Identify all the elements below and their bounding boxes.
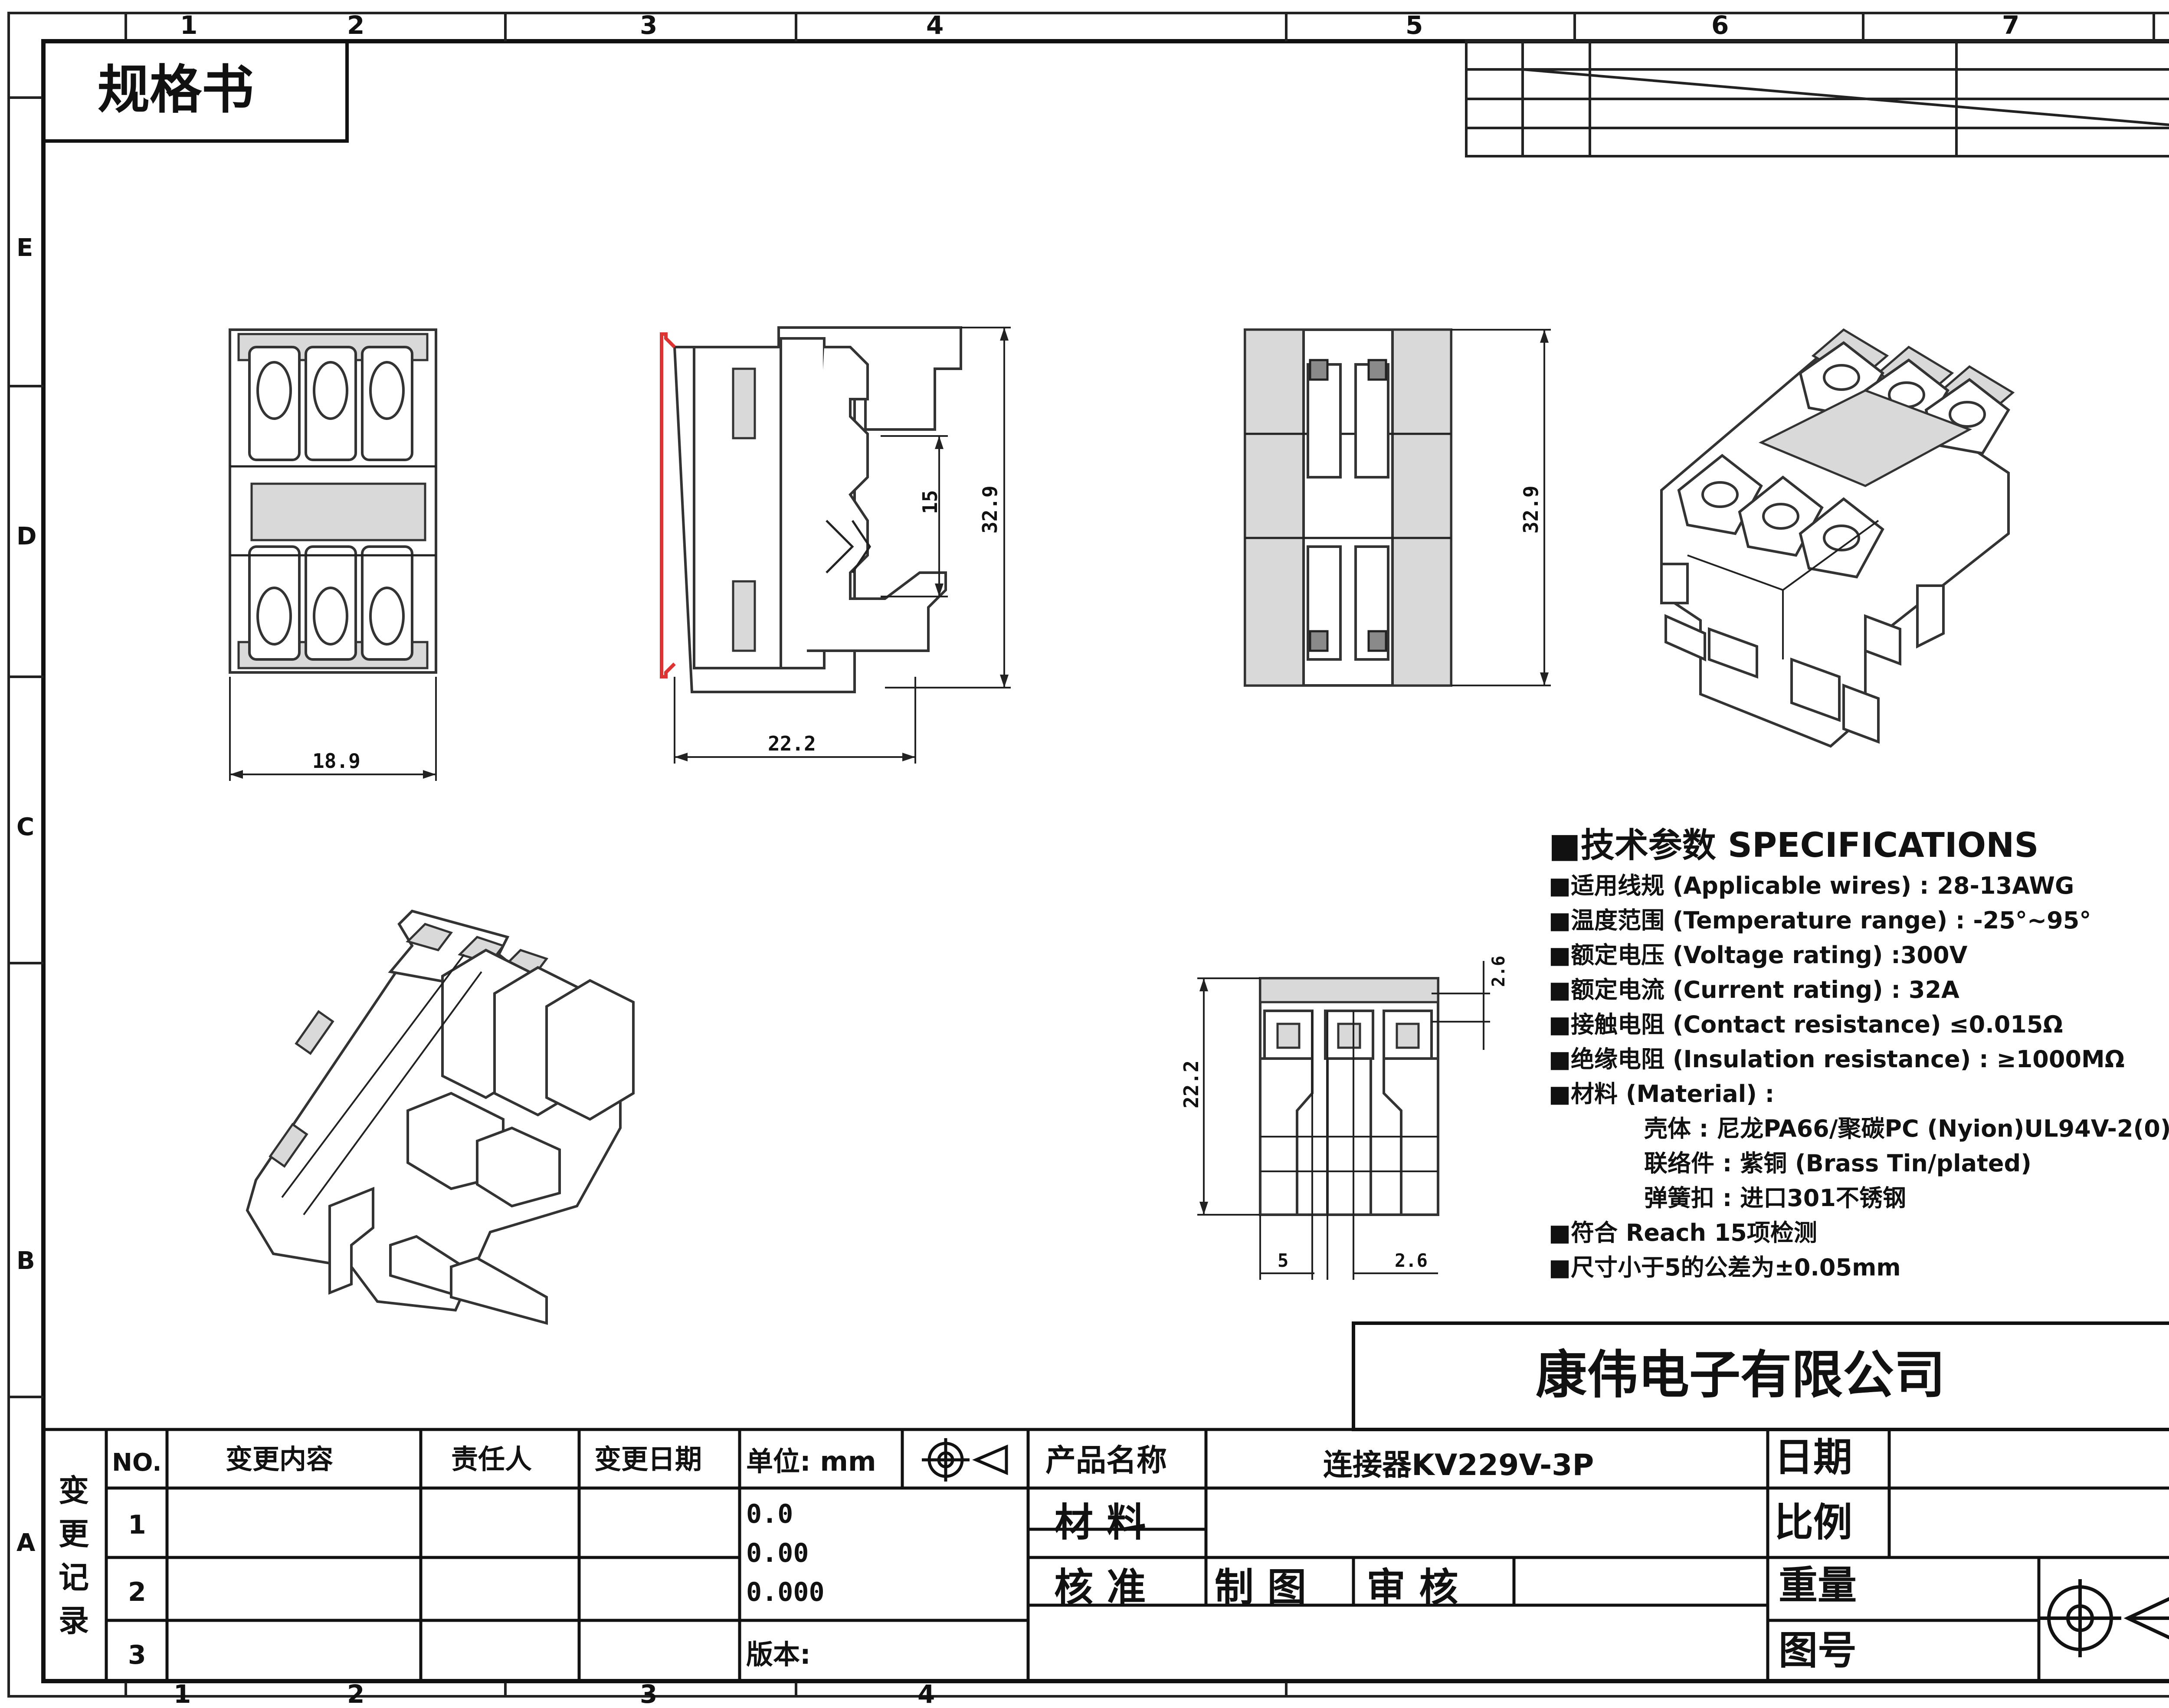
top-zone-2: 2 — [347, 10, 364, 40]
review-label: 审 核 — [1366, 1565, 1458, 1610]
iso-view-bottom — [246, 909, 635, 1325]
row-number-1: 1 — [128, 1510, 146, 1540]
bottom-zone-1: 1 — [174, 1679, 191, 1708]
dim-bottom-height: 22.2 — [1180, 1060, 1203, 1108]
tolerance-1: 0.0 — [746, 1499, 793, 1529]
bottom-view: 22.2 2.6 5 2.6 — [1180, 956, 1509, 1280]
spec-line-3: ■额定电压 (Voltage rating) :300V — [1549, 941, 1968, 969]
no-header: NO. — [112, 1449, 162, 1477]
title-block-grid — [42, 1428, 2169, 1683]
change-record-char-1: 变 — [59, 1473, 89, 1508]
revision-table — [1465, 40, 2169, 157]
specifications-block: ■技术参数 SPECIFICATIONS ■适用线规 (Applicable w… — [1549, 826, 2169, 1281]
dim-bottom-left: 5 — [1278, 1250, 1288, 1271]
drawn-label: 制 图 — [1215, 1565, 1306, 1610]
header-responsible: 责任人 — [451, 1443, 532, 1475]
header-change-content: 变更内容 — [226, 1443, 333, 1475]
dim-bottom-pitch: 2.6 — [1395, 1250, 1428, 1271]
change-record-char-4: 录 — [59, 1603, 89, 1639]
row-a-left: A — [16, 1529, 36, 1557]
top-zone-5: 5 — [1406, 10, 1423, 40]
company-name: 康伟电子有限公司 — [1536, 1345, 1945, 1405]
bottom-zone-ticks — [125, 1681, 1288, 1696]
material-label: 材 料 — [1054, 1500, 1146, 1545]
row-e-left: E — [16, 234, 33, 262]
change-record-char-3: 记 — [59, 1560, 89, 1595]
approve-label: 核 准 — [1054, 1565, 1146, 1610]
tolerance-2: 0.00 — [746, 1538, 809, 1568]
spec-line-4: ■额定电流 (Current rating) : 32A — [1549, 976, 1959, 1003]
bottom-zone-3: 3 — [640, 1679, 657, 1708]
spec-line-7: ■材料 (Material) : — [1549, 1080, 1774, 1108]
dim-side-inner: 15 — [918, 490, 942, 514]
header-change-date: 变更日期 — [594, 1443, 702, 1475]
top-zone-4: 4 — [926, 10, 944, 40]
top-zone-3: 3 — [640, 10, 657, 40]
iso-view-top — [1660, 328, 2015, 748]
doc-title: 规格书 — [98, 60, 254, 120]
dim-front-width: 18.9 — [312, 749, 360, 773]
top-zone-1: 1 — [180, 10, 197, 40]
spec-line-2: ■温度范围 (Temperature range) : -25°~95° — [1549, 907, 2091, 934]
dim-bottom-top: 2.6 — [1489, 956, 1509, 987]
bottom-zone-2: 2 — [347, 1679, 364, 1708]
rear-view: 32.9 — [1244, 328, 1551, 687]
weight-label: 重量 — [1779, 1563, 1857, 1608]
spec-line-6: ■绝缘电阻 (Insulation resistance) : ≥1000MΩ — [1549, 1046, 2125, 1073]
projection-symbol-large — [2039, 1579, 2169, 1657]
title-box — [42, 39, 349, 143]
change-record-char-2: 更 — [59, 1516, 89, 1552]
spec-line-8: ■符合 Reach 15项检测 — [1549, 1219, 1817, 1246]
product-name: 连接器KV229V-3P — [1323, 1448, 1594, 1482]
tolerance-3: 0.000 — [746, 1577, 825, 1607]
version-label: 版本: — [746, 1639, 811, 1670]
side-view: 15 32.9 22.2 — [660, 326, 1011, 764]
drawing-no-label: 图号 — [1779, 1628, 1857, 1673]
outer-frame — [7, 12, 2169, 1698]
dim-rear-height: 32.9 — [1519, 485, 1543, 534]
front-view: 18.9 — [229, 328, 437, 781]
top-zone-7: 7 — [2002, 10, 2019, 40]
unit-label: 单位: mm — [746, 1446, 876, 1477]
dim-side-depth: 22.2 — [768, 732, 816, 755]
row-b-left: B — [16, 1247, 35, 1275]
product-name-label: 产品名称 — [1045, 1442, 1167, 1478]
spec-line-9: ■尺寸小于5的公差为±0.05mm — [1549, 1254, 1901, 1281]
spec-material-2: 联络件 : 紫铜 (Brass Tin/plated) — [1644, 1150, 2031, 1177]
spec-material-3: 弹簧扣 : 进口301不锈钢 — [1644, 1184, 1906, 1212]
row-number-3: 3 — [128, 1640, 146, 1670]
spec-material-1: 壳体 : 尼龙PA66/聚碳PC (Nyion)UL94V-2(0) — [1644, 1115, 2169, 1142]
top-zone-6: 6 — [1711, 10, 1729, 40]
bottom-zone-4: 4 — [917, 1679, 935, 1708]
spec-line-1: ■适用线规 (Applicable wires) : 28-13AWG — [1549, 872, 2074, 899]
row-d-left: D — [16, 522, 36, 551]
spec-line-5: ■接触电阻 (Contact resistance) ≤0.015Ω — [1549, 1011, 2063, 1038]
side-zone-ticks — [9, 96, 43, 1398]
date-label: 日期 — [1774, 1435, 1852, 1480]
row-number-2: 2 — [128, 1577, 146, 1607]
projection-symbol-small — [922, 1438, 1008, 1482]
spec-heading: ■技术参数 SPECIFICATIONS — [1549, 826, 2039, 865]
top-zone-ticks — [125, 13, 2155, 41]
dim-side-height: 32.9 — [978, 485, 1002, 534]
scale-label: 比例 — [1774, 1500, 1852, 1545]
row-c-left: C — [16, 813, 34, 841]
